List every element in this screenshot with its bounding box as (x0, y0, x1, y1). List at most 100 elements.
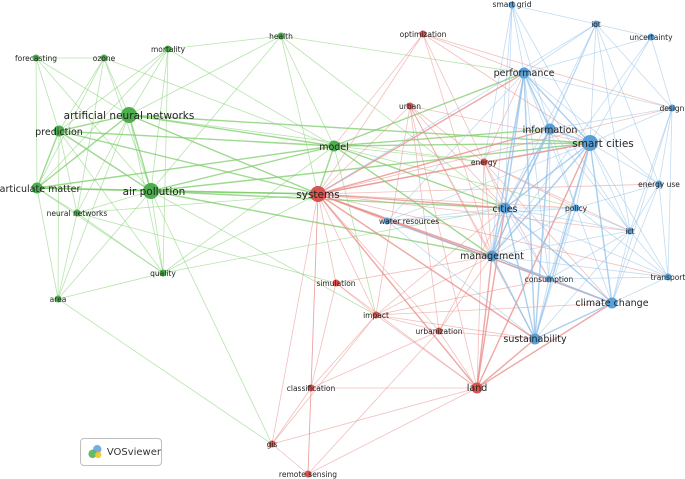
edge-performance--energy-use (523, 72, 660, 185)
edge-ozone--neural-networks (76, 57, 105, 214)
node-particulate-matter[interactable] (31, 182, 43, 194)
node-artificial-neural-networks[interactable] (121, 107, 137, 123)
edge-ozone--prediction (58, 57, 105, 132)
edge-smart-cities--cities (504, 142, 591, 209)
edge-systems--land (317, 193, 478, 389)
edge-systems--energy-use (317, 183, 660, 195)
vosviewer-logo: VOSviewer (80, 438, 162, 466)
edge-impact--land (375, 314, 478, 389)
node-energy-use[interactable] (655, 180, 663, 188)
node-model[interactable] (328, 140, 340, 152)
node-label-uncertainty: uncertainty (629, 33, 673, 42)
edge-optimization--model (333, 33, 424, 147)
node-iot[interactable] (592, 20, 600, 28)
node-management[interactable] (486, 250, 498, 262)
node-systems[interactable] (310, 186, 326, 202)
edge-design--transport (667, 107, 673, 278)
node-label-ict: ict (625, 227, 634, 236)
node-label-area: area (50, 295, 67, 304)
edge-ozone--particulate-matter (36, 57, 105, 189)
node-ozone[interactable] (100, 54, 108, 62)
edge-gis--remote-sensing (271, 443, 309, 475)
node-optimization[interactable] (419, 30, 427, 38)
edge-neural-networks--systems (76, 193, 319, 214)
node-transport[interactable] (664, 273, 672, 281)
edge-energy--land (476, 161, 485, 389)
edge-urbanization--sustainability (438, 330, 536, 340)
node-neural-networks[interactable] (73, 209, 81, 217)
edge-performance--information (523, 72, 551, 130)
node-smart-cities[interactable] (582, 135, 598, 151)
node-sustainability[interactable] (529, 333, 541, 345)
edge-prediction--quality (58, 130, 164, 274)
edge-classification--remote-sensing (307, 387, 312, 475)
edge-performance--water-resources (386, 72, 525, 222)
edge-health--artificial-neural-networks (128, 35, 282, 116)
edge-performance--smart-cities (523, 72, 591, 144)
node-urbanization[interactable] (435, 327, 443, 335)
edge-particulate-matter--area (36, 187, 59, 300)
edge-model--impact (333, 145, 377, 316)
edge-information--consumption (548, 128, 551, 280)
node-ict[interactable] (626, 227, 634, 235)
node-label-particulate-matter: particulate matter (0, 184, 80, 195)
node-mortality[interactable] (164, 45, 172, 53)
node-energy[interactable] (480, 158, 488, 166)
edge-systems--climate-change (317, 193, 613, 304)
edge-policy--management (491, 207, 577, 257)
node-information[interactable] (544, 123, 556, 135)
node-air-pollution[interactable] (143, 183, 159, 199)
node-gis[interactable] (268, 440, 276, 448)
node-label-smart-cities: smart cities (572, 138, 634, 150)
node-urban[interactable] (406, 102, 414, 110)
node-label-artificial-neural-networks: artificial neural networks (64, 110, 195, 122)
edge-design--climate-change (611, 107, 673, 304)
node-forecasting[interactable] (32, 54, 40, 62)
edge-neural-networks--quality (76, 212, 164, 274)
node-label-prediction: prediction (35, 127, 83, 138)
edge-ict--transport (629, 230, 669, 278)
node-classification[interactable] (307, 384, 315, 392)
edge-smart-cities--sustainability (534, 142, 591, 340)
node-land[interactable] (471, 382, 483, 394)
edge-health--model (280, 35, 335, 147)
edge-mortality--quality (162, 48, 169, 274)
node-water-resources[interactable] (383, 217, 391, 225)
node-policy[interactable] (572, 204, 580, 212)
node-label-simulation: simulation (316, 279, 355, 288)
edge-systems--urbanization (317, 193, 440, 332)
edge-impact--classification (310, 314, 377, 389)
edge-systems--sustainability (317, 193, 536, 340)
edge-air-pollution--systems (150, 190, 319, 195)
edge-cities--climate-change (504, 207, 613, 304)
node-simulation[interactable] (332, 279, 340, 287)
edge-quality--area (57, 272, 164, 300)
edge-prediction--neural-networks (58, 130, 78, 214)
node-cities[interactable] (499, 202, 511, 214)
edge-prediction--model (58, 130, 335, 147)
node-remote-sensing[interactable] (304, 470, 312, 478)
node-uncertainty[interactable] (647, 33, 655, 41)
edge-water-resources--sustainability (386, 220, 536, 340)
edge-urban--cities (409, 105, 506, 209)
edge-consumption--sustainability (534, 278, 550, 340)
node-design[interactable] (668, 104, 676, 112)
node-quality[interactable] (159, 269, 167, 277)
node-health[interactable] (277, 32, 285, 40)
node-impact[interactable] (372, 311, 380, 319)
edge-air-pollution--neural-networks (76, 190, 152, 214)
node-area[interactable] (54, 295, 62, 303)
edge-forecasting--particulate-matter (35, 57, 38, 189)
edge-information--sustainability (534, 128, 551, 340)
edge-artificial-neural-networks--energy (128, 114, 485, 163)
edge-smart-cities--transport (589, 142, 669, 278)
edge-air-pollution--area (57, 190, 152, 300)
node-label-mortality: mortality (151, 45, 186, 54)
node-climate-change[interactable] (606, 297, 618, 309)
edge-systems--policy (317, 193, 577, 209)
node-performance[interactable] (518, 67, 530, 79)
edge-cities--sustainability (504, 207, 536, 340)
node-consumption[interactable] (545, 275, 553, 283)
node-prediction[interactable] (53, 125, 65, 137)
node-smart-grid[interactable] (508, 1, 516, 9)
